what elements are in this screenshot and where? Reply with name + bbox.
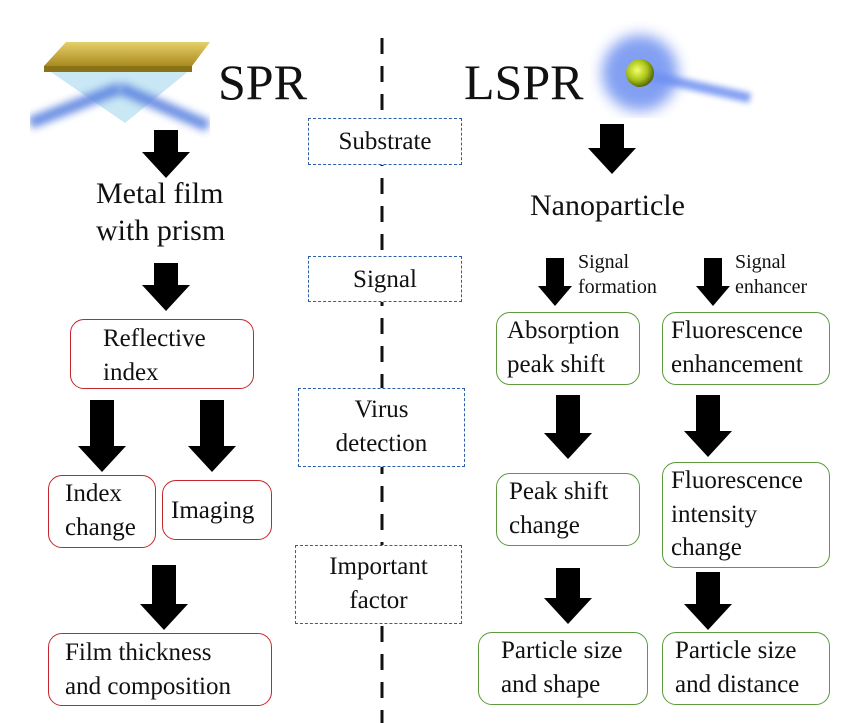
arrow-down-icon xyxy=(188,400,236,472)
particle-size-shape-box: Particle size and shape xyxy=(478,632,648,705)
arrow-down-icon xyxy=(142,263,190,311)
spr-title: SPR xyxy=(218,54,307,110)
nanoparticle-label: Nanoparticle xyxy=(530,189,685,222)
arrow-down-icon xyxy=(78,400,126,472)
arrow-down-icon xyxy=(684,395,732,457)
fluorescence-enhancement-box: Fluorescence enhancement xyxy=(662,312,830,385)
arrow-down-icon xyxy=(696,258,730,306)
signal-label-box: Signal xyxy=(308,256,462,302)
lspr-title: LSPR xyxy=(464,54,584,110)
arrow-down-icon xyxy=(588,124,636,174)
spr-metal-film-label: Metal film with prism xyxy=(96,177,226,247)
index-change-box: Index change xyxy=(48,475,156,548)
absorption-peak-shift-box: Absorption peak shift xyxy=(496,312,640,385)
prism-illustration xyxy=(30,42,210,132)
signal-enhancer-note: Signal enhancer xyxy=(735,251,808,298)
reflective-index-box: Reflective index xyxy=(70,319,254,389)
particle-size-distance-box: Particle size and distance xyxy=(662,632,830,705)
important-factor-label-box: Important factor xyxy=(295,545,462,624)
signal-formation-note: Signal formation xyxy=(578,251,657,298)
substrate-label-box: Substrate xyxy=(308,118,462,165)
arrow-down-icon xyxy=(684,572,732,630)
fluorescence-intensity-change-box: Fluorescence intensity change xyxy=(662,462,830,568)
arrow-down-icon xyxy=(142,130,190,178)
arrow-down-icon xyxy=(544,395,592,459)
imaging-box: Imaging xyxy=(162,480,272,540)
film-thickness-box: Film thickness and composition xyxy=(48,633,272,706)
virus-detection-label-box: Virus detection xyxy=(298,388,465,467)
peak-shift-change-box: Peak shift change xyxy=(496,473,640,546)
arrow-down-icon xyxy=(538,258,572,306)
nanoparticle-illustration xyxy=(602,35,752,111)
arrow-down-icon xyxy=(544,568,592,624)
arrow-down-icon xyxy=(140,565,188,630)
